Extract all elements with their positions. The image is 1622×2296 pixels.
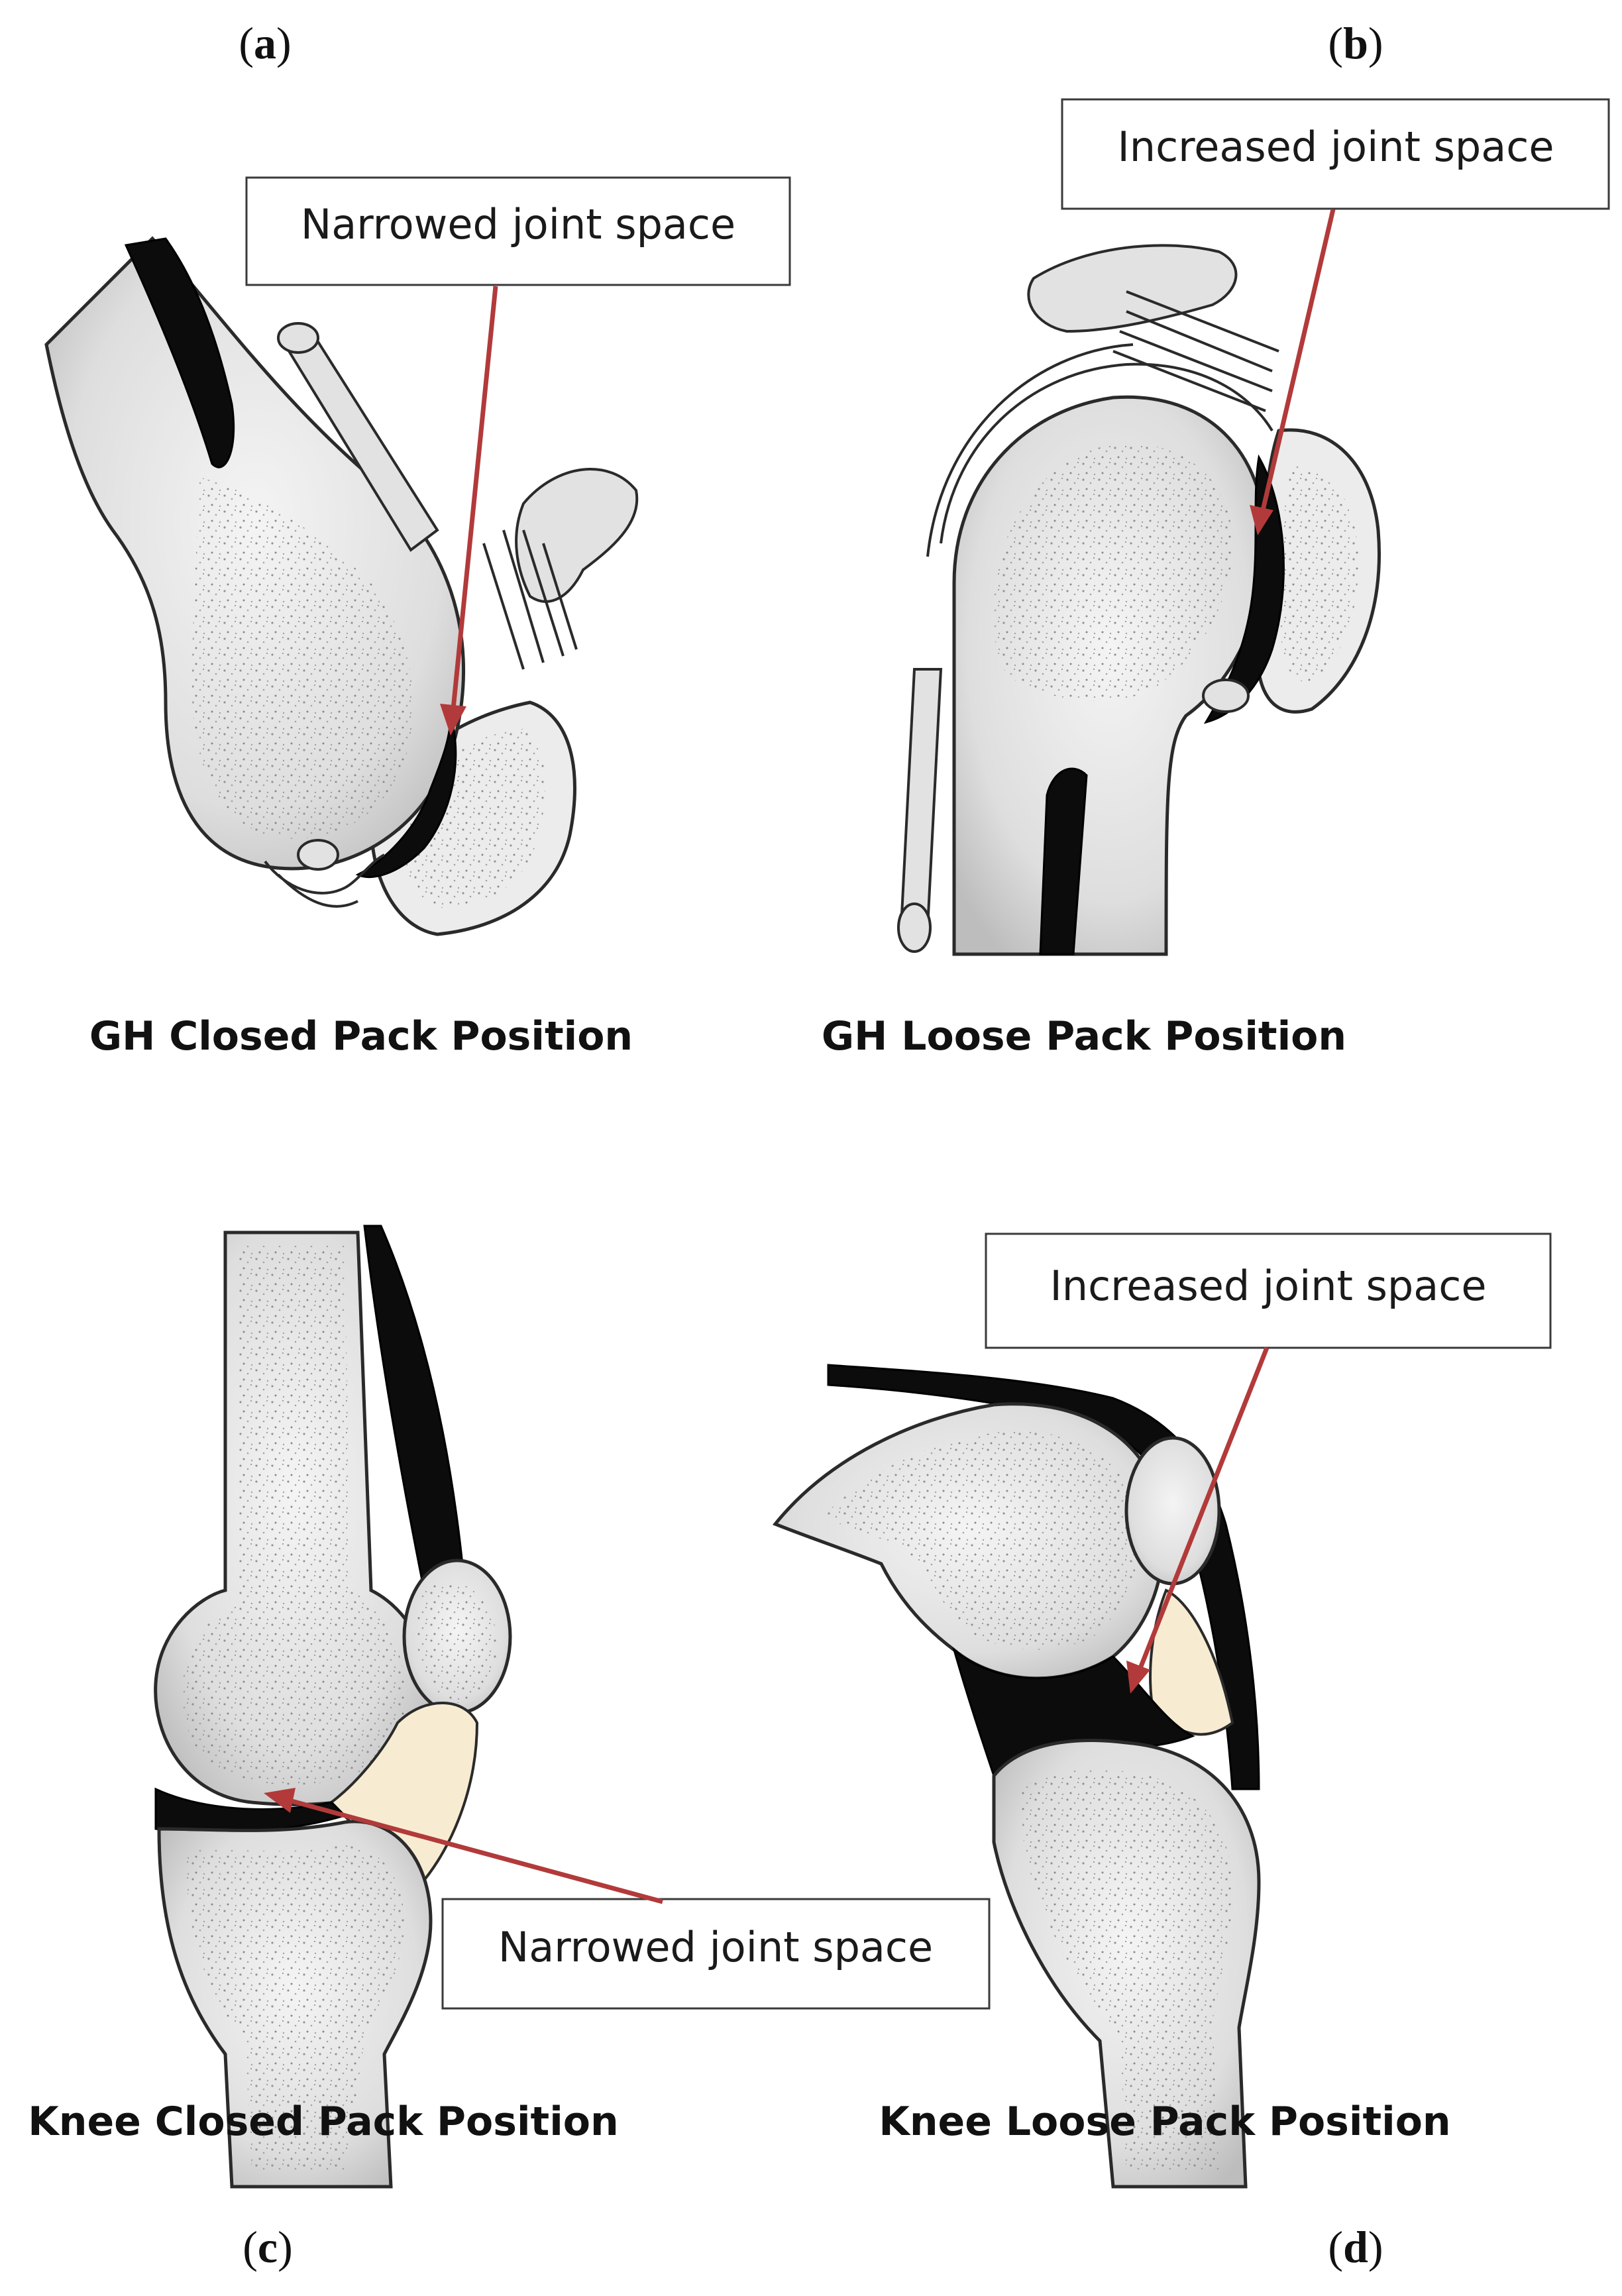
callout-c: Narrowed joint space xyxy=(264,1788,991,2010)
knee-loose-illustration xyxy=(772,1364,1261,2189)
panel-letter-d: (d) xyxy=(1328,2222,1383,2272)
rotator-cuff-lines xyxy=(482,529,578,670)
callout-box-a xyxy=(245,176,791,286)
callout-text-c: Narrowed joint space xyxy=(498,1923,933,1971)
medullary-b xyxy=(1039,767,1088,956)
inferior-recess xyxy=(297,839,339,871)
panel-letter-a: (a) xyxy=(239,18,291,68)
tibia-stipple-d xyxy=(1020,1769,1232,2173)
caption-b: GH Loose Pack Position xyxy=(822,1013,1346,1060)
arrow-head-b xyxy=(1250,505,1273,535)
biceps-tendon-end xyxy=(277,322,319,354)
patellar-tendon-c xyxy=(363,1225,465,1592)
femur-stipple-c xyxy=(182,1246,406,1785)
arrow-head-d xyxy=(1126,1661,1150,1694)
callout-b: Increased joint space xyxy=(1061,98,1610,535)
arrow-head-c xyxy=(264,1788,296,1813)
caption-c: Knee Closed Pack Position xyxy=(28,2099,618,2145)
glenoid-stipple-b xyxy=(1280,464,1358,683)
callout-text-b: Increased joint space xyxy=(1117,123,1554,171)
acromion-b xyxy=(1027,244,1238,333)
arrow-a xyxy=(451,286,498,710)
knee-closed-illustration xyxy=(154,1225,512,2189)
biceps-tendon-b xyxy=(899,668,943,929)
medullary-line xyxy=(124,237,235,468)
arrow-d xyxy=(1137,1346,1270,1671)
capsule-arc-b xyxy=(926,343,1273,557)
panel-letter-c: (c) xyxy=(243,2222,293,2272)
callout-box-d xyxy=(985,1232,1552,1349)
caption-a: GH Closed Pack Position xyxy=(89,1013,633,1060)
panel-b: (b) Increased joint space xyxy=(822,18,1610,1060)
inferior-capsule xyxy=(264,853,385,908)
tibia-stipple-c xyxy=(186,1845,404,2173)
callout-box-b xyxy=(1061,98,1610,210)
joint-space-narrow xyxy=(355,715,457,879)
gh-loose-illustration xyxy=(897,244,1381,956)
panel-d: Increased joint space Knee Loose Pack Po… xyxy=(772,1232,1552,2272)
patella-stipple-c xyxy=(417,1582,498,1703)
panel-c: Narrowed joint space Knee Closed Pack Po… xyxy=(28,1225,991,2272)
gh-closed-illustration xyxy=(44,236,639,936)
biceps-tendon-end-b xyxy=(897,902,932,953)
inferior-recess-b xyxy=(1202,679,1250,713)
caption-d: Knee Loose Pack Position xyxy=(879,2099,1450,2145)
supraspinatus-lines xyxy=(1112,290,1279,412)
callout-text-a: Narrowed joint space xyxy=(301,200,735,248)
arrow-c xyxy=(291,1798,663,1904)
arrow-head-a xyxy=(440,704,466,736)
arrow-b xyxy=(1260,209,1336,511)
femur-stipple-d xyxy=(822,1431,1139,1650)
patella-d xyxy=(1124,1436,1221,1586)
callout-a: Narrowed joint space xyxy=(245,176,791,736)
panel-a: (a) Narrowed joint space xyxy=(44,18,791,1060)
callout-d: Increased joint space xyxy=(985,1232,1552,1694)
humerus-stipple-b xyxy=(993,443,1232,701)
callout-text-d: Increased joint space xyxy=(1050,1262,1486,1310)
acromion xyxy=(515,468,639,603)
fat-pad-d xyxy=(1149,1588,1234,1736)
humerus-stipple xyxy=(192,477,413,839)
callout-box-c xyxy=(441,1898,991,2010)
panel-letter-b: (b) xyxy=(1328,18,1383,68)
